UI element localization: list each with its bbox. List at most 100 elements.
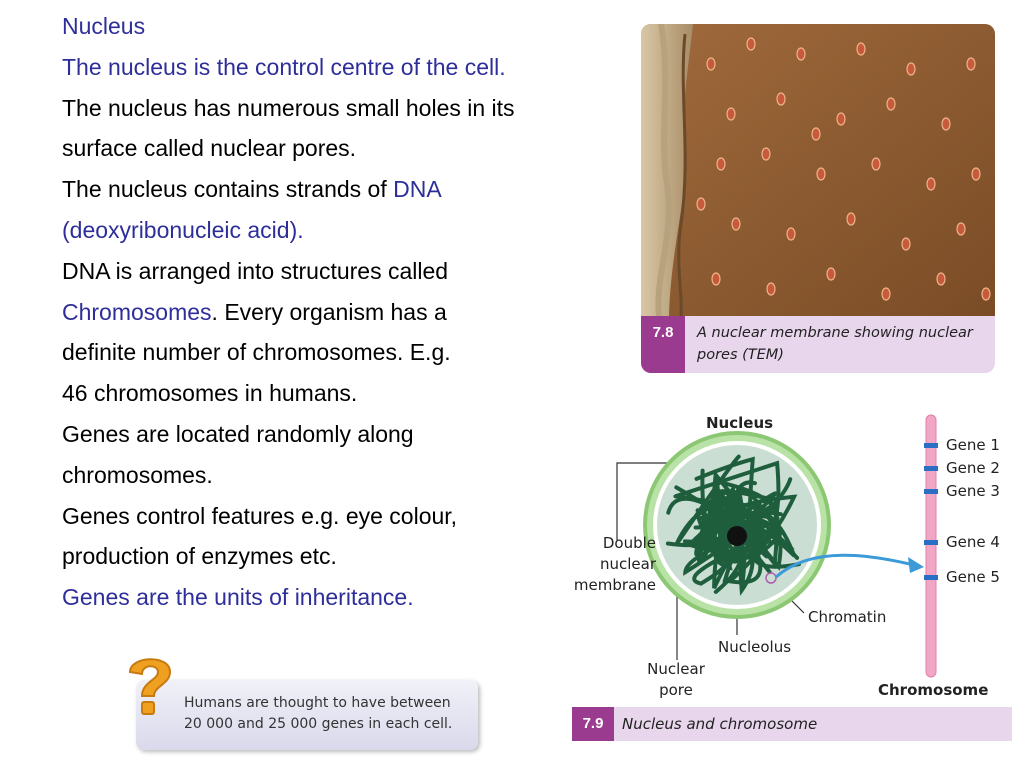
caption-line-2: pores (TEM) bbox=[697, 347, 784, 363]
nuclear-pores bbox=[696, 37, 991, 301]
fact-card bbox=[136, 680, 478, 750]
text-line: The nucleus is the control centre of the… bbox=[62, 47, 642, 88]
nuclear-pore bbox=[971, 167, 981, 181]
text-line: The nucleus contains strands of DNA bbox=[62, 169, 642, 210]
chromatin-strand bbox=[698, 491, 778, 550]
text-line: Genes are the units of inheritance. bbox=[62, 577, 642, 618]
figure-caption: Nucleus and chromosome bbox=[622, 715, 818, 733]
text-line: The nucleus has numerous small holes in … bbox=[62, 88, 642, 129]
nuclear-pore bbox=[901, 237, 911, 251]
figure-caption-bar: 7.9 Nucleus and chromosome bbox=[572, 707, 1012, 741]
nuclear-membrane-photo bbox=[641, 24, 995, 316]
nuclear-pore bbox=[776, 92, 786, 106]
text-segment: definite number of chromosomes. E.g. bbox=[62, 339, 451, 366]
text-segment: (deoxyribonucleic acid). bbox=[62, 216, 304, 243]
label-nucleus: Nucleus bbox=[706, 414, 774, 432]
gene-band bbox=[924, 466, 938, 471]
nuclear-pore bbox=[846, 212, 856, 226]
fact-text: Humans are thought to have between 20 00… bbox=[184, 693, 452, 735]
gene-band bbox=[924, 443, 938, 448]
nuclear-pore bbox=[871, 157, 881, 171]
nuclear-pore bbox=[816, 167, 826, 181]
text-line: DNA is arranged into structures called bbox=[62, 251, 642, 292]
chromosome bbox=[925, 414, 937, 678]
figure-nuclear-membrane: 7.8 A nuclear membrane showing nuclear p… bbox=[641, 24, 995, 373]
nuclear-pore bbox=[926, 177, 936, 191]
nuclear-pore bbox=[761, 147, 771, 161]
nuclear-pore bbox=[906, 62, 916, 76]
label-membrane: membrane bbox=[573, 576, 656, 594]
text-segment: Genes are the units of inheritance. bbox=[62, 584, 414, 611]
nuclear-pore bbox=[711, 272, 721, 286]
text-segment: Nucleus bbox=[62, 13, 146, 39]
label-nuclear: nuclear bbox=[599, 555, 656, 573]
nuclear-pore bbox=[881, 287, 891, 301]
label-chromosome: Chromosome bbox=[878, 681, 989, 699]
nuclear-pore bbox=[981, 287, 991, 301]
gene-band bbox=[924, 489, 938, 494]
nuclear-pore bbox=[886, 97, 896, 111]
figure-caption: A nuclear membrane showing nuclear pores… bbox=[697, 322, 987, 366]
label-nucleolus: Nucleolus bbox=[718, 638, 792, 656]
membrane-leader-line bbox=[616, 462, 682, 540]
text-line: (deoxyribonucleic acid). bbox=[62, 210, 642, 251]
chromatin-strand bbox=[666, 496, 764, 559]
nucleus-diagram bbox=[616, 414, 938, 678]
nuclear-pore bbox=[706, 57, 716, 71]
text-line: Chromosomes. Every organism has a bbox=[62, 292, 642, 333]
nuclear-pore bbox=[796, 47, 806, 61]
text-segment: Chromosomes bbox=[62, 298, 212, 325]
text-line: definite number of chromosomes. E.g. bbox=[62, 332, 642, 373]
nuclear-pore bbox=[746, 37, 756, 51]
text-line: Genes control features e.g. eye colour, bbox=[62, 496, 642, 537]
fact-line-1: Humans are thought to have between bbox=[184, 695, 451, 711]
label-chromatin: Chromatin bbox=[808, 608, 887, 626]
text-segment: chromosomes. bbox=[62, 461, 213, 488]
text-line: 46 chromosomes in humans. bbox=[62, 373, 642, 414]
caption-line-1: A nuclear membrane showing nuclear bbox=[697, 325, 973, 341]
nuclear-pore bbox=[836, 112, 846, 126]
gene-label: Gene 2 bbox=[946, 459, 1000, 477]
nuclear-pore bbox=[956, 222, 966, 236]
text-segment: production of enzymes etc. bbox=[62, 543, 337, 570]
fact-line-2: 20 000 and 25 000 genes in each cell. bbox=[184, 716, 453, 732]
nucleolus bbox=[727, 526, 747, 546]
nuclear-pore bbox=[696, 197, 706, 211]
label-double: Double bbox=[602, 534, 656, 552]
gene-band bbox=[924, 575, 938, 580]
label-nuclear-pore-1: Nuclear bbox=[647, 660, 705, 678]
nuclear-pore bbox=[856, 42, 866, 56]
chromatin-highlight bbox=[765, 572, 777, 584]
chromatin-strands bbox=[665, 454, 801, 596]
gene-bands bbox=[924, 443, 938, 580]
figure-nucleus-chromosome: Nucleus Double nuclear membrane Chromati… bbox=[572, 405, 1012, 741]
nuclear-pore bbox=[731, 217, 741, 231]
nuclear-pore bbox=[936, 272, 946, 286]
text-line: Genes are located randomly along bbox=[62, 414, 642, 455]
text-segment: The nucleus has numerous small holes in … bbox=[62, 94, 515, 121]
nuclear-pore bbox=[966, 57, 976, 71]
chromatin-strand bbox=[673, 460, 781, 537]
gene-band bbox=[924, 540, 938, 545]
text-segment: Genes are located randomly along bbox=[62, 420, 414, 447]
arrow-head-icon bbox=[908, 557, 924, 573]
arrow-line bbox=[775, 553, 915, 579]
figure-number: 7.9 bbox=[572, 707, 614, 741]
question-mark-icon bbox=[128, 658, 172, 715]
nuclear-pore bbox=[811, 127, 821, 141]
gene-label: Gene 3 bbox=[946, 482, 1000, 500]
text-segment: 46 chromosomes in humans. bbox=[62, 380, 358, 407]
gene-label: Gene 4 bbox=[946, 533, 1000, 551]
figure-number: 7.8 bbox=[641, 316, 685, 373]
text-segment: surface called nuclear pores. bbox=[62, 135, 357, 162]
text-line: production of enzymes etc. bbox=[62, 536, 642, 577]
nuclear-pore bbox=[826, 267, 836, 281]
fact-box: Humans are thought to have between 20 00… bbox=[120, 650, 480, 752]
text-segment: The nucleus contains strands of bbox=[62, 176, 394, 203]
text-segment: DNA is arranged into structures called bbox=[62, 257, 449, 284]
text-line: surface called nuclear pores. bbox=[62, 128, 642, 169]
nuclear-pore bbox=[941, 117, 951, 131]
label-nuclear-pore-2: pore bbox=[659, 681, 693, 699]
gene-label: Gene 1 bbox=[946, 436, 1000, 454]
